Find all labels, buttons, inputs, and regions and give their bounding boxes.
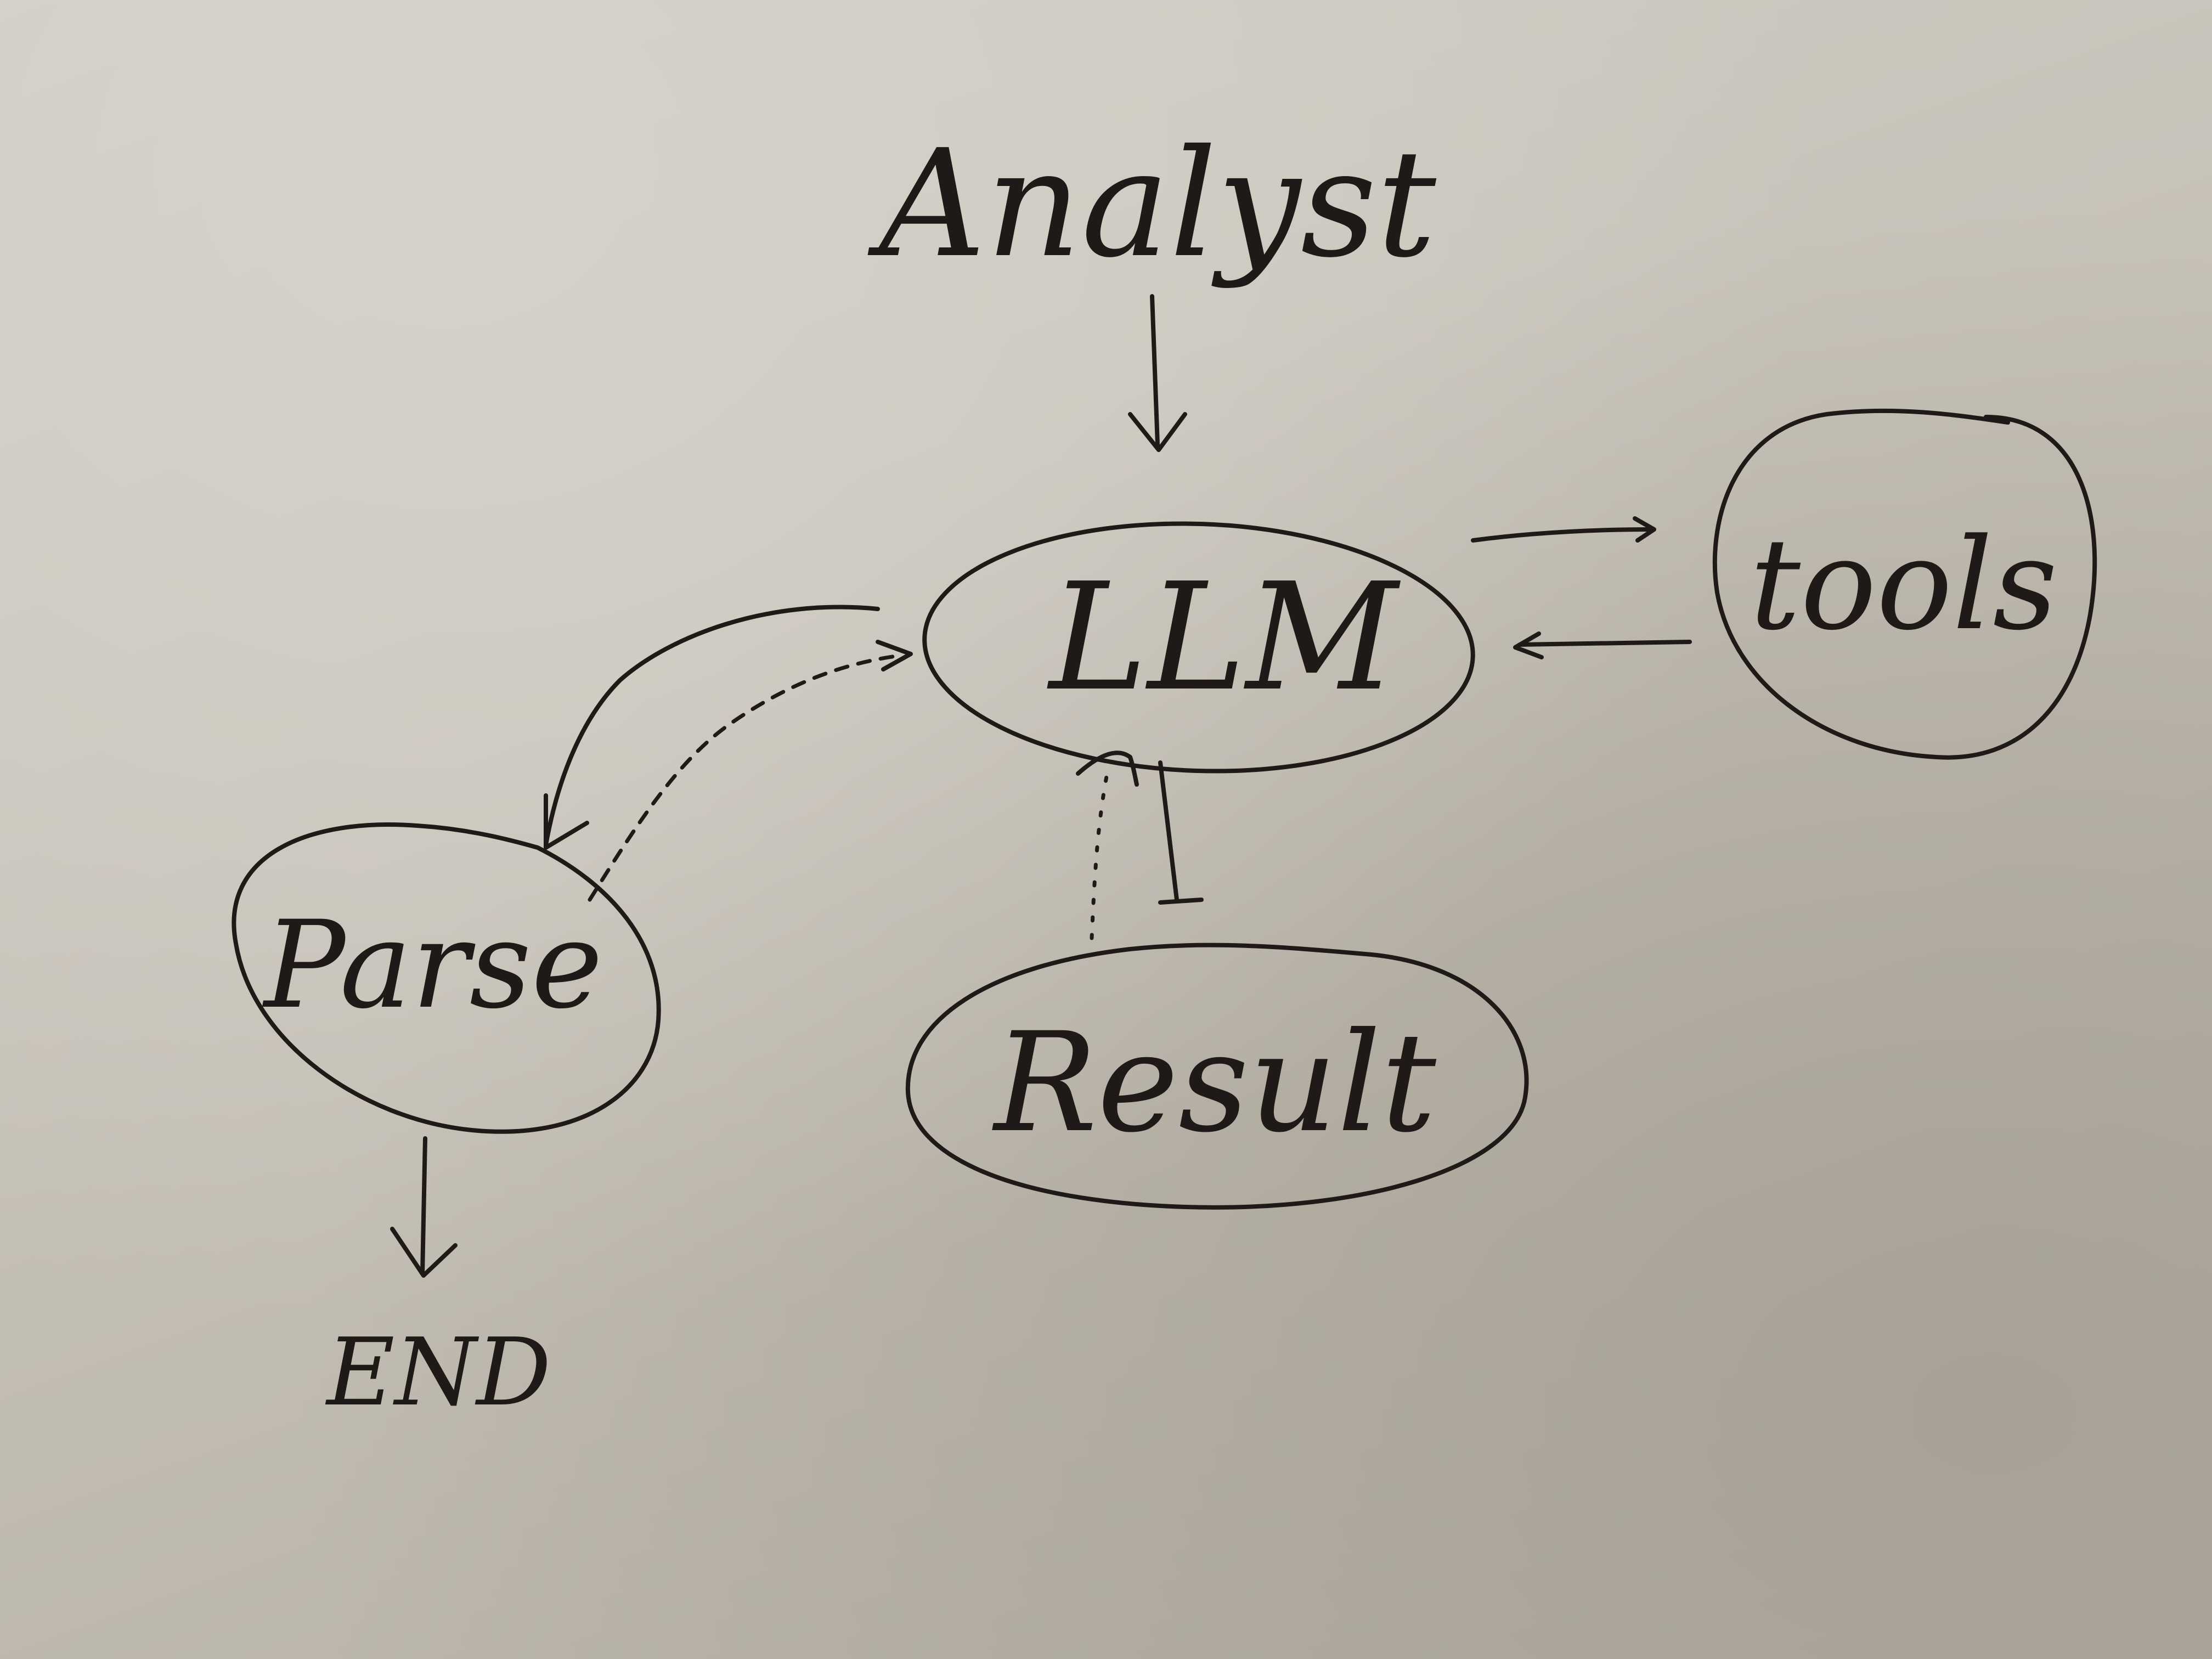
end-label: END xyxy=(325,1318,551,1427)
result-to-llm-dotted-arrow xyxy=(1076,751,1139,940)
parse-label: Parse xyxy=(262,895,603,1035)
result-node: Result xyxy=(905,943,1529,1210)
tools-node: tools xyxy=(1712,408,2097,760)
parse-to-end-arrow xyxy=(390,1136,458,1278)
llm-label: LLM xyxy=(1047,551,1401,724)
llm-to-result-arrow xyxy=(1158,760,1204,905)
llm-to-parse-arrow xyxy=(544,605,880,850)
analyst-label: Analyst xyxy=(867,117,1437,290)
analyst-to-llm-arrow xyxy=(1128,294,1187,452)
llm-to-tools-arrow xyxy=(1471,516,1656,543)
parse-to-llm-dashed-arrow xyxy=(588,640,913,902)
llm-node: LLM xyxy=(922,521,1475,774)
result-label: Result xyxy=(992,1003,1436,1163)
parse-node: Parse xyxy=(232,822,661,1134)
tools-to-llm-arrow xyxy=(1513,631,1692,659)
tools-label: tools xyxy=(1750,512,2058,658)
